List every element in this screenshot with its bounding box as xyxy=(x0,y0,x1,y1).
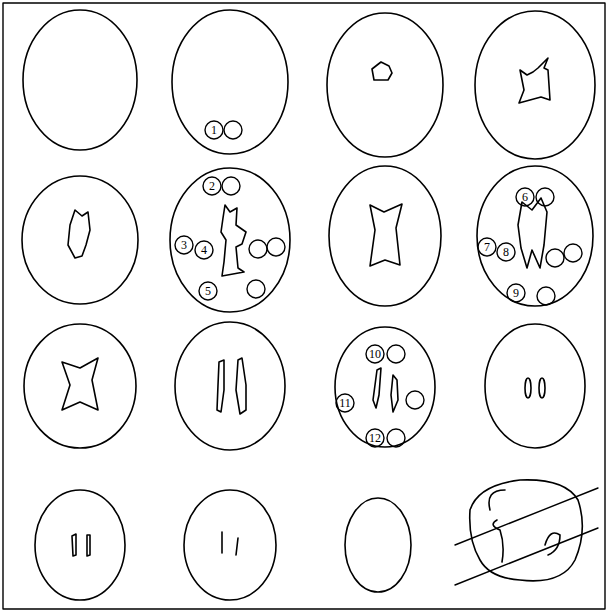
canal-outline xyxy=(525,378,531,398)
section-outline xyxy=(24,324,136,448)
callout-ring xyxy=(497,243,515,261)
callout-number: 8 xyxy=(503,246,509,258)
section-outline xyxy=(477,166,593,306)
section-outline xyxy=(335,327,435,447)
section-outline xyxy=(327,13,443,157)
section-outline xyxy=(175,322,285,450)
callout-ring xyxy=(175,236,193,254)
canal-outline xyxy=(87,535,90,556)
callout-ring xyxy=(507,284,525,302)
callout-ring xyxy=(195,241,213,259)
callout-number: 5 xyxy=(205,285,211,297)
canal-outline xyxy=(518,198,547,268)
section-outline xyxy=(35,490,125,600)
canal-outline xyxy=(236,358,246,414)
canal-outline xyxy=(62,358,98,410)
canal-outline xyxy=(217,360,224,412)
callout-ring xyxy=(336,394,354,412)
section-outline xyxy=(475,11,595,159)
callout-number: 2 xyxy=(209,180,215,192)
canal-outline xyxy=(236,538,238,555)
callout-number: 9 xyxy=(513,287,519,299)
callout-ring xyxy=(478,238,496,256)
section-outline xyxy=(329,166,441,306)
callout-number: 7 xyxy=(484,241,490,253)
canal-outline xyxy=(539,378,545,398)
canal-outline xyxy=(372,62,392,80)
canal-outline xyxy=(68,210,90,258)
callout-ring xyxy=(516,188,534,206)
canal-outline xyxy=(391,375,398,412)
callout-ring xyxy=(203,177,221,195)
canal-outline xyxy=(221,205,246,276)
section-outline xyxy=(184,490,276,600)
callout-ring xyxy=(366,345,384,363)
callout-number: 11 xyxy=(339,397,351,409)
callout-ring xyxy=(199,282,217,300)
canal-outline xyxy=(519,58,550,103)
canal-outline xyxy=(370,204,402,266)
callout-rings xyxy=(175,121,534,447)
callout-ring xyxy=(366,429,384,447)
callout-ring xyxy=(205,121,223,139)
canal-outline xyxy=(373,368,381,408)
section-outline xyxy=(22,176,138,304)
section-outline xyxy=(23,10,137,150)
section-outline xyxy=(470,480,583,581)
callout-number: 12 xyxy=(369,432,381,444)
callout-number: 10 xyxy=(369,348,381,360)
canal-outline xyxy=(221,532,223,553)
callout-number: 1 xyxy=(211,124,217,136)
callout-number: 3 xyxy=(181,239,187,251)
frame xyxy=(3,3,605,609)
section-outline xyxy=(170,168,290,312)
callout-number: 6 xyxy=(522,191,528,203)
section-outline xyxy=(485,324,585,448)
canal-outline xyxy=(72,534,76,556)
cut-line xyxy=(455,528,598,585)
section-outline xyxy=(345,498,411,592)
sample-circles xyxy=(222,121,582,447)
section-outline xyxy=(172,10,288,154)
callout-number: 4 xyxy=(201,244,207,256)
